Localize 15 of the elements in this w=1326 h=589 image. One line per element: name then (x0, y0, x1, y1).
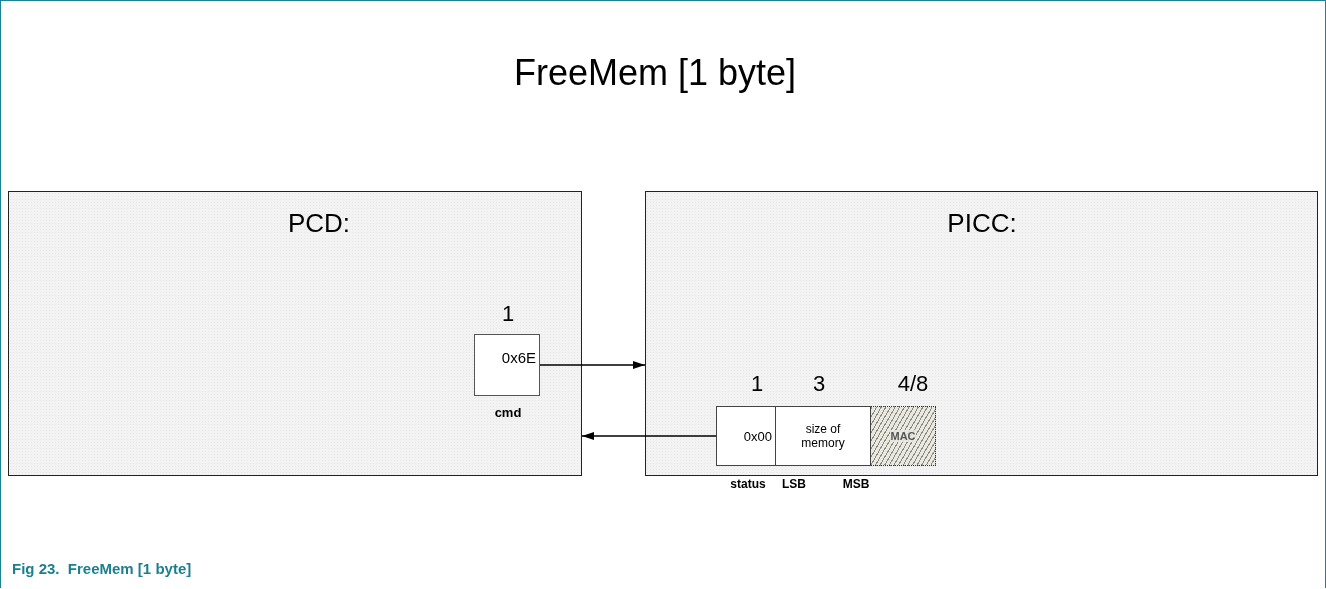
panel-heading: PCD: (287, 208, 351, 239)
byte-count: 3 (812, 371, 826, 397)
field-label: status (730, 477, 766, 491)
field-label: LSB (782, 477, 806, 491)
arrow (581, 432, 717, 440)
field-label: MSB (842, 477, 870, 491)
byte-count: 4/8 (897, 371, 929, 397)
panel-background (8, 191, 582, 476)
diagram-title: FreeMem [1 byte] (512, 52, 798, 94)
byte-count: 1 (501, 301, 515, 327)
figure-caption: Fig 23. FreeMem [1 byte] (12, 560, 192, 577)
field-label: cmd (494, 405, 522, 420)
byte-count: 1 (750, 371, 764, 397)
arrow (539, 361, 646, 369)
panel-heading: PICC: (947, 208, 1017, 239)
